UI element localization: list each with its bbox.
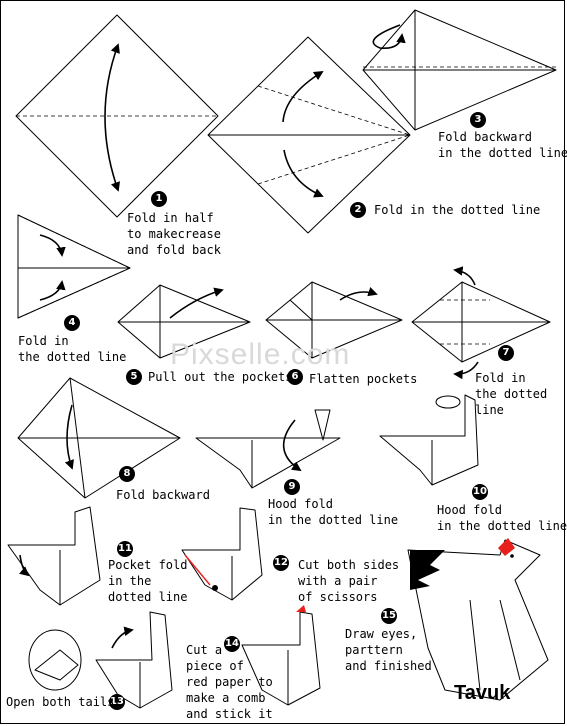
step-label-7: Fold in the dotted line <box>475 371 548 417</box>
step11-diagram <box>7 506 101 606</box>
page-title: Tavuk <box>454 682 511 704</box>
step2-diagram <box>207 36 411 234</box>
step6-diagram <box>265 281 403 359</box>
step-number-9: 9 <box>284 479 300 495</box>
step-label-2: Fold in the dotted line <box>374 203 541 217</box>
step-number-3: 3 <box>470 112 486 128</box>
step-number-7: 7 <box>498 345 514 361</box>
step10-diagram <box>379 394 479 486</box>
step-label-11: Pocket fold in the dotted line <box>108 558 188 604</box>
step-number-12: 12 <box>273 555 289 571</box>
step-number-10: 10 <box>472 484 488 500</box>
step-label-4: Fold in the dotted line <box>18 334 127 364</box>
step15-diagram <box>407 538 549 701</box>
step14-diagram <box>241 605 321 706</box>
step8-diagram <box>17 377 181 499</box>
step1-diagram <box>15 14 219 218</box>
step7-diagram <box>411 266 551 380</box>
step-label-3: Fold backward in the dotted line <box>438 130 567 160</box>
step-label-1: Fold in half to makecrease and fold back <box>127 211 221 257</box>
step-number-13: 13 <box>109 694 125 710</box>
step-number-14: 14 <box>224 636 240 652</box>
step9-diagram <box>195 409 341 489</box>
step-number-11: 11 <box>117 541 133 557</box>
step-number-2: 2 <box>350 202 366 218</box>
step-label-9: Hood fold in the dotted line <box>268 497 399 527</box>
step-label-15: Draw eyes, parttern and finished <box>345 627 432 673</box>
step5-diagram <box>117 284 251 359</box>
step3-diagram <box>362 9 557 131</box>
step-number-5: 5 <box>126 369 142 385</box>
step-label-5: Pull out the pockets <box>148 370 293 384</box>
step-label-12: Cut both sides with a pair of scissors <box>298 558 400 604</box>
step-number-15: 15 <box>381 608 397 624</box>
step-number-8: 8 <box>119 466 135 482</box>
step-label-13: Open both tails <box>6 695 115 709</box>
step4-diagram <box>17 214 131 319</box>
step12-diagram <box>181 507 263 601</box>
step-label-10: Hood fold in the dotted line <box>437 503 567 533</box>
step-label-8: Fold backward <box>116 488 210 502</box>
step-label-6: Flatten pockets <box>309 372 418 386</box>
step-label-14: Cut a piece of red paper to make a comb … <box>186 643 273 721</box>
watermark: Pixselle.com <box>170 338 351 371</box>
step-number-6: 6 <box>287 369 303 385</box>
step-number-4: 4 <box>64 315 80 331</box>
step-number-1: 1 <box>151 191 167 207</box>
